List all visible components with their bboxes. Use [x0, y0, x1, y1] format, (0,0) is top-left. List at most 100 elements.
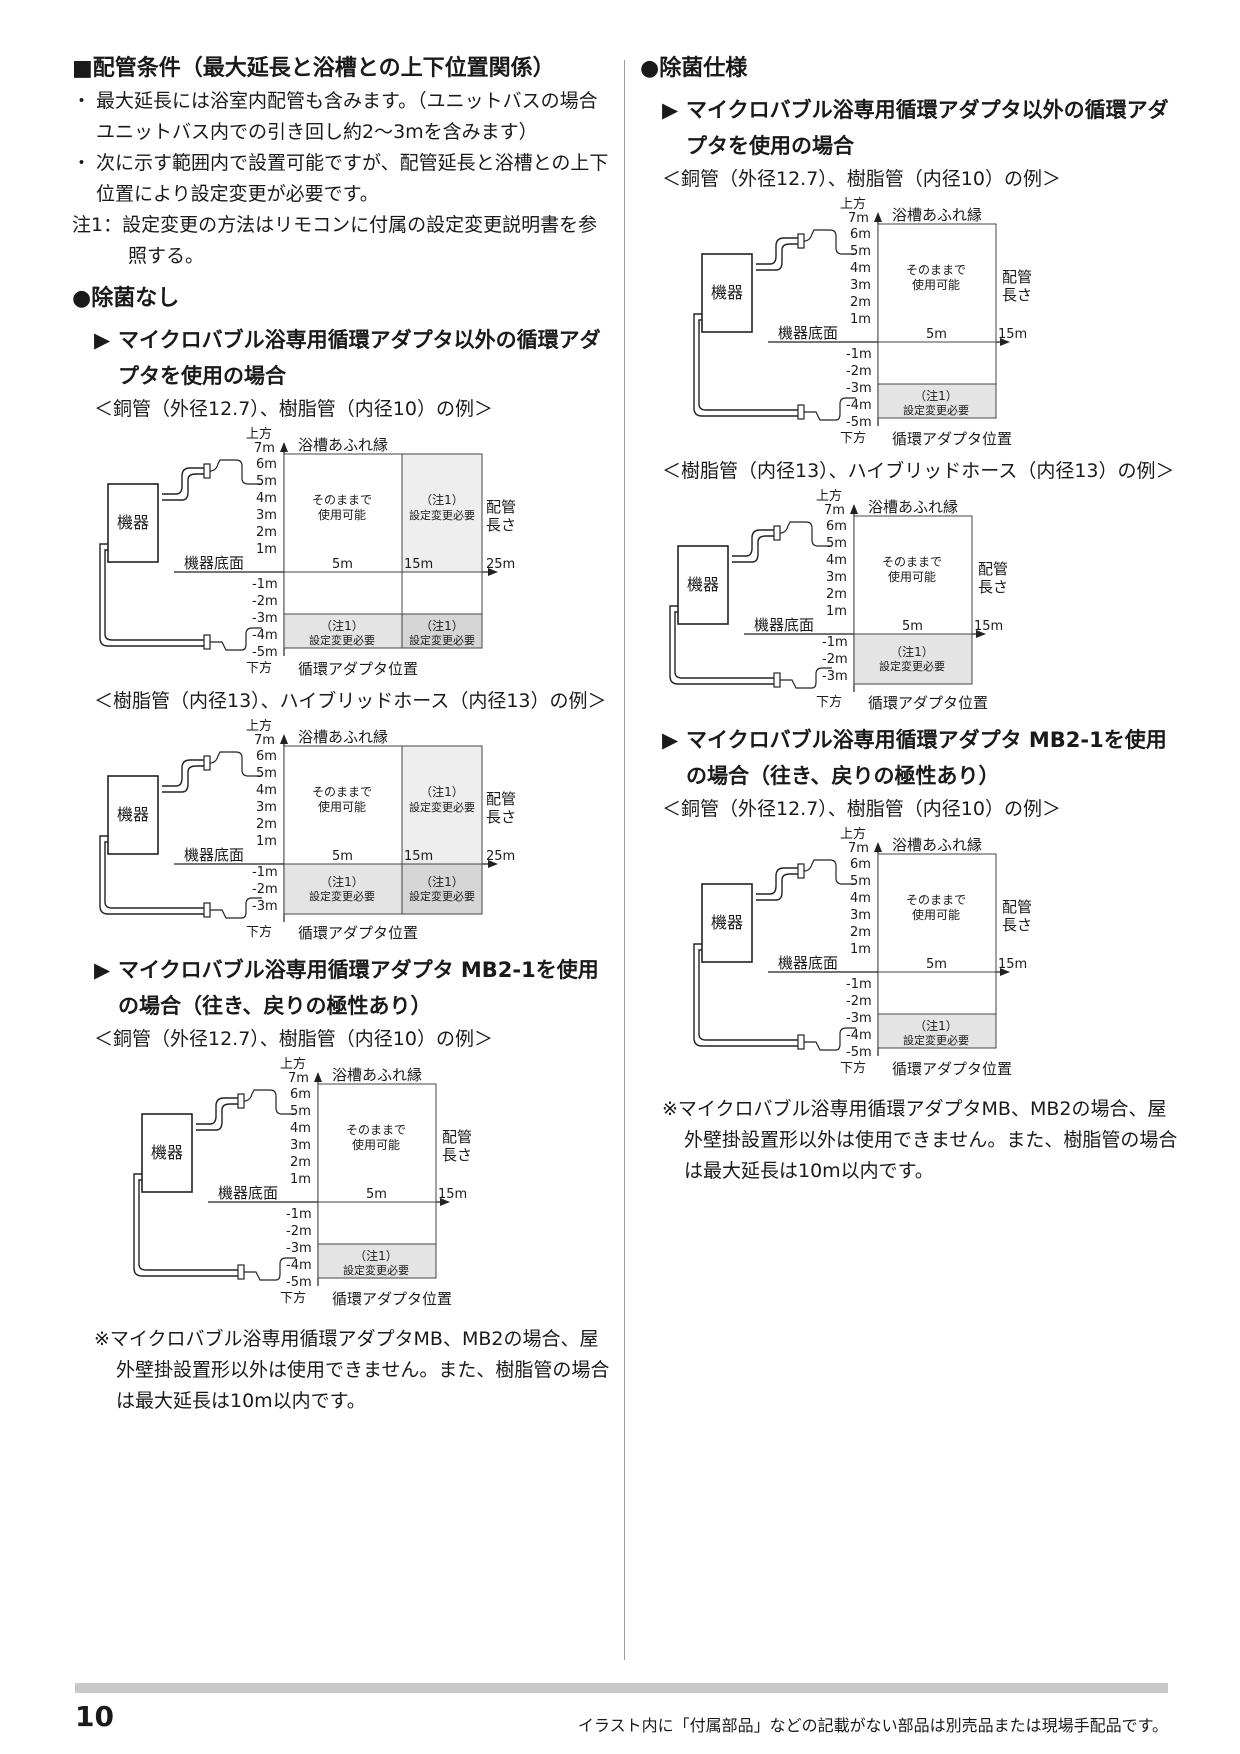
label-setting-change: 設定変更必要: [879, 659, 945, 673]
label-setting-change: 設定変更必要: [409, 508, 475, 522]
tick-x15: 15m: [974, 619, 1003, 634]
caution-left: ※マイクロバブル浴専用循環アダプタMB、MB2の場合、屋外壁掛設置形以外は使用で…: [94, 1328, 610, 1412]
unit-box: [107, 483, 159, 563]
unit-label: 機器: [711, 913, 743, 932]
tick-6m: 6m: [850, 857, 871, 872]
label-setting-change: 設定変更必要: [409, 800, 475, 814]
case-other-adapter-left: ▶マイクロバブル浴専用循環アダプタ以外の循環アダプタを使用の場合: [94, 322, 612, 394]
tick-x5: 5m: [926, 957, 947, 972]
tick-1m: 1m: [850, 312, 871, 327]
tick-m3: -3m: [846, 381, 872, 396]
label-lower: 下方: [840, 430, 866, 446]
label-usable-1: そのままで: [312, 785, 372, 799]
case-other-adapter-right: ▶マイクロバブル浴専用循環アダプタ以外の循環アダプタを使用の場合: [662, 92, 1180, 164]
tick-m3: -3m: [286, 1241, 312, 1256]
tick-4m: 4m: [290, 1121, 311, 1136]
tick-m1: -1m: [846, 347, 872, 362]
label-note-ref: （注1）: [354, 1248, 398, 1263]
tick-x25: 25m: [486, 557, 515, 572]
tick-5m: 5m: [290, 1104, 311, 1119]
tick-m4: -4m: [252, 628, 278, 643]
no-sterilize-title: ●除菌なし: [72, 286, 180, 311]
tick-m5: -5m: [252, 645, 278, 660]
label-usable-2: 使用可能: [912, 277, 960, 292]
tick-x5: 5m: [332, 557, 353, 572]
triangle-icon: ▶: [94, 328, 111, 352]
tick-m2: -2m: [252, 882, 278, 897]
tick-4m: 4m: [850, 261, 871, 276]
label-lower: 下方: [816, 694, 842, 710]
label-usable-2: 使用可能: [352, 1137, 400, 1152]
label-usable-1: そのままで: [906, 893, 966, 907]
label-unit-bottom: 機器底面: [778, 954, 838, 972]
label-pipe-len-1: 配管: [1002, 898, 1032, 916]
unit-box: [701, 253, 753, 333]
label-adapter-pos: 循環アダプタ位置: [298, 660, 418, 678]
diagram-wide-copper: 機器 上方 7m 浴槽あふれ縁 6m 5m 4m 3m 2m 1m 機器底面 そ…: [99, 426, 516, 678]
tick-x5: 5m: [926, 327, 947, 342]
tick-4m: 4m: [256, 491, 277, 506]
label-setting-change: 設定変更必要: [409, 889, 475, 903]
tick-x15: 15m: [998, 327, 1027, 342]
label-setting-change: 設定変更必要: [903, 403, 969, 417]
bullet-range: 次に示す範囲内で設置可能ですが、配管延長と浴槽との上下位置により設定変更が必要で…: [72, 148, 612, 210]
label-note-ref: （注1）: [890, 644, 934, 659]
tick-2m: 2m: [256, 817, 277, 832]
example-copper-left-mb21: ＜銅管（外径12.7）、樹脂管（内径10）の例＞: [94, 1028, 493, 1050]
tick-m1: -1m: [252, 865, 278, 880]
label-usable-2: 使用可能: [888, 569, 936, 584]
label-pipe-len-2: 長さ: [978, 578, 1008, 596]
tick-x15: 15m: [438, 1187, 467, 1202]
tick-1m: 1m: [826, 604, 847, 619]
right-column: ●除菌仕様 ▶マイクロバブル浴専用循環アダプタ以外の循環アダプタを使用の場合 ＜…: [640, 52, 1180, 1187]
label-usable-2: 使用可能: [912, 907, 960, 922]
label-tub-rim: 浴槽あふれ縁: [868, 498, 958, 516]
unit-label: 機器: [117, 805, 149, 824]
label-setting-change: 設定変更必要: [309, 633, 375, 647]
tick-6m: 6m: [256, 457, 277, 472]
tick-m1: -1m: [252, 577, 278, 592]
tick-4m: 4m: [850, 891, 871, 906]
tick-x15: 15m: [998, 957, 1027, 972]
tick-m5: -5m: [286, 1275, 312, 1290]
tick-7m: 7m: [848, 841, 869, 856]
label-tub-rim: 浴槽あふれ縁: [892, 836, 982, 854]
tick-x5: 5m: [366, 1187, 387, 1202]
tick-5m: 5m: [256, 474, 277, 489]
label-adapter-pos: 循環アダプタ位置: [892, 430, 1012, 448]
label-tub-rim: 浴槽あふれ縁: [298, 436, 388, 454]
label-pipe-len-1: 配管: [978, 560, 1008, 578]
label-tub-rim: 浴槽あふれ縁: [892, 206, 982, 224]
page-number: 10: [75, 1700, 114, 1733]
piping-bullets: 最大延長には浴室内配管も含みます。（ユニットバスの場合ユニットバス内での引き回し…: [72, 86, 612, 210]
label-pipe-len-1: 配管: [486, 498, 516, 516]
label-upper: 上方: [246, 718, 272, 734]
tick-m5: -5m: [846, 415, 872, 430]
label-pipe-len-1: 配管: [486, 790, 516, 808]
tick-m4: -4m: [846, 398, 872, 413]
label-unit-bottom: 機器底面: [184, 846, 244, 864]
tick-3m: 3m: [850, 278, 871, 293]
diagram-narrow-mb21-right: 機器 上方 7m 浴槽あふれ縁 6m 5m 4m 3m 2m 1m 機器底面 そ…: [693, 826, 1032, 1078]
label-setting-change: 設定変更必要: [903, 1033, 969, 1047]
label-note-ref: （注1）: [320, 618, 364, 633]
label-unit-bottom: 機器底面: [754, 616, 814, 634]
tick-7m: 7m: [288, 1071, 309, 1086]
tick-m4: -4m: [846, 1028, 872, 1043]
tick-2m: 2m: [850, 925, 871, 940]
tick-4m: 4m: [256, 783, 277, 798]
label-upper: 上方: [840, 196, 866, 212]
example-copper-right-mb21: ＜銅管（外径12.7）、樹脂管（内径10）の例＞: [662, 798, 1061, 820]
diagram-narrow-resin13-right: 機器 上方 7m 浴槽あふれ縁 6m 5m 4m 3m 2m 1m 機器底面 そ…: [669, 488, 1008, 712]
label-pipe-len-2: 長さ: [486, 808, 516, 826]
unit-label: 機器: [117, 513, 149, 532]
tick-m1: -1m: [286, 1207, 312, 1222]
label-usable-1: そのままで: [906, 263, 966, 277]
tick-1m: 1m: [256, 542, 277, 557]
tick-2m: 2m: [256, 525, 277, 540]
tick-5m: 5m: [256, 766, 277, 781]
label-lower: 下方: [246, 660, 272, 676]
tick-1m: 1m: [256, 834, 277, 849]
tick-2m: 2m: [850, 295, 871, 310]
tick-1m: 1m: [850, 942, 871, 957]
